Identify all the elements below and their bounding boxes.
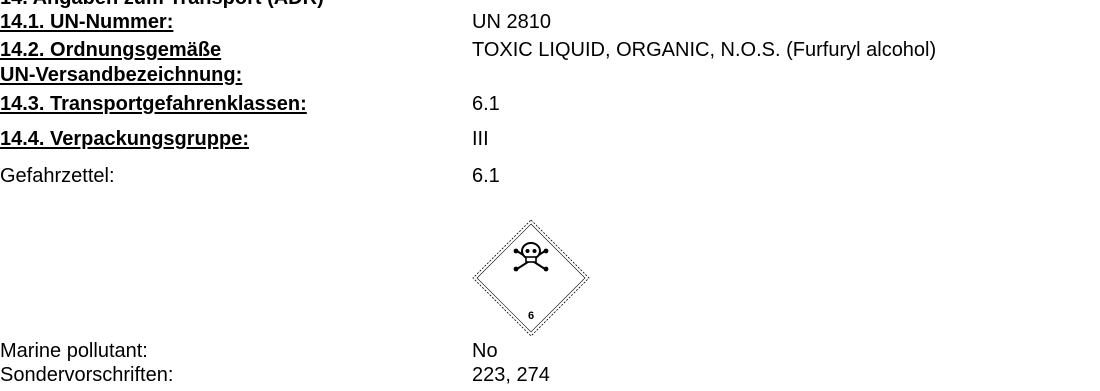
hazard-label-value: 6.1 (472, 165, 500, 187)
shipping-name-value: TOXIC LIQUID, ORGANIC, N.O.S. (Furfuryl … (472, 39, 937, 61)
section-heading-cut: 14. Angaben zum Transport (ADR) (0, 0, 324, 10)
hazard-class-label: 14.3. Transportgefahrenklassen: (0, 93, 307, 115)
shipping-name-label-line2: UN-Versandbezeichnung: (0, 64, 243, 86)
hazard-class-value: 6.1 (472, 93, 500, 115)
marine-pollutant-label: Marine pollutant: (0, 340, 148, 362)
packing-group-value: III (472, 128, 489, 150)
special-provisions-value: 223, 274 (472, 364, 550, 386)
shipping-name-label-line1: 14.2. Ordnungsgemäße (0, 39, 222, 61)
special-provisions-label: Sondervorschriften: (0, 364, 174, 386)
marine-pollutant-value: No (472, 340, 498, 362)
hazard-label-label: Gefahrzettel: (0, 165, 115, 187)
toxic-placard: 6 (471, 218, 591, 338)
skull-crossbones-icon (513, 242, 549, 272)
un-number-value: UN 2810 (472, 11, 551, 33)
placard-class-number: 6 (528, 310, 534, 322)
packing-group-label: 14.4. Verpackungsgruppe: (0, 128, 249, 150)
un-number-label: 14.1. UN-Nummer: (0, 11, 174, 33)
